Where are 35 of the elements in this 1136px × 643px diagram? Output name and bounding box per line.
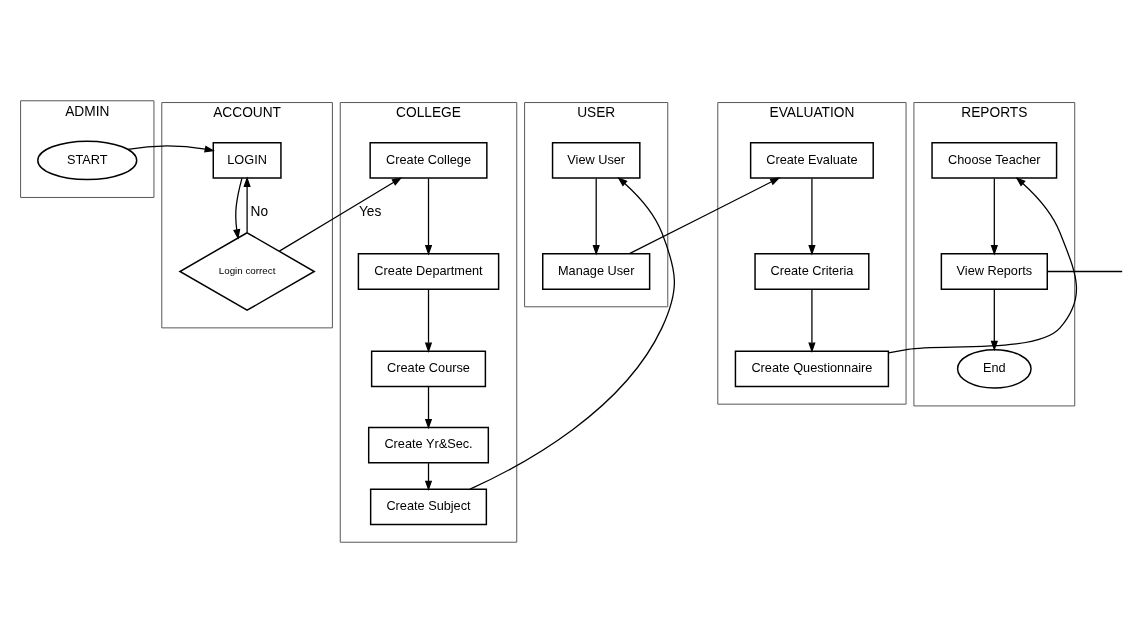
node-ellipse: START (37, 140, 138, 181)
arrow (887, 177, 1078, 354)
arrow (233, 177, 243, 240)
node-box: Create College (369, 142, 488, 179)
node-box: View Reports (940, 253, 1048, 290)
arrow (278, 177, 403, 252)
arrow (127, 145, 215, 153)
arrow (990, 177, 998, 256)
arrow (424, 462, 433, 492)
arrow (424, 288, 433, 353)
node-box: Create Questionnaire (734, 350, 890, 388)
arrow (990, 288, 998, 352)
arrow (808, 288, 816, 353)
node-diamond: Login correct (178, 231, 316, 312)
node-box: Create Department (357, 253, 500, 290)
node-ellipse: End (956, 348, 1032, 389)
arrow (243, 176, 251, 233)
node-box: LOGIN (212, 142, 282, 179)
arrow (424, 386, 433, 430)
arrow (424, 177, 433, 256)
arrow (469, 177, 675, 490)
node-box: Manage User (542, 253, 651, 290)
node-box: View User (551, 142, 641, 179)
connector (1046, 270, 1123, 273)
edge-label: No (250, 204, 269, 220)
arrow (628, 177, 781, 255)
arrow (592, 177, 600, 256)
node-box: Create Subject (369, 488, 488, 526)
node-box: Create Evaluate (749, 142, 874, 179)
node-box: Choose Teacher (931, 142, 1058, 179)
node-box: Create Course (370, 350, 487, 388)
edge-label: Yes (358, 204, 382, 220)
arrow (808, 177, 816, 256)
node-box: Create Criteria (754, 253, 870, 290)
node-box: Create Yr&Sec. (367, 426, 490, 464)
